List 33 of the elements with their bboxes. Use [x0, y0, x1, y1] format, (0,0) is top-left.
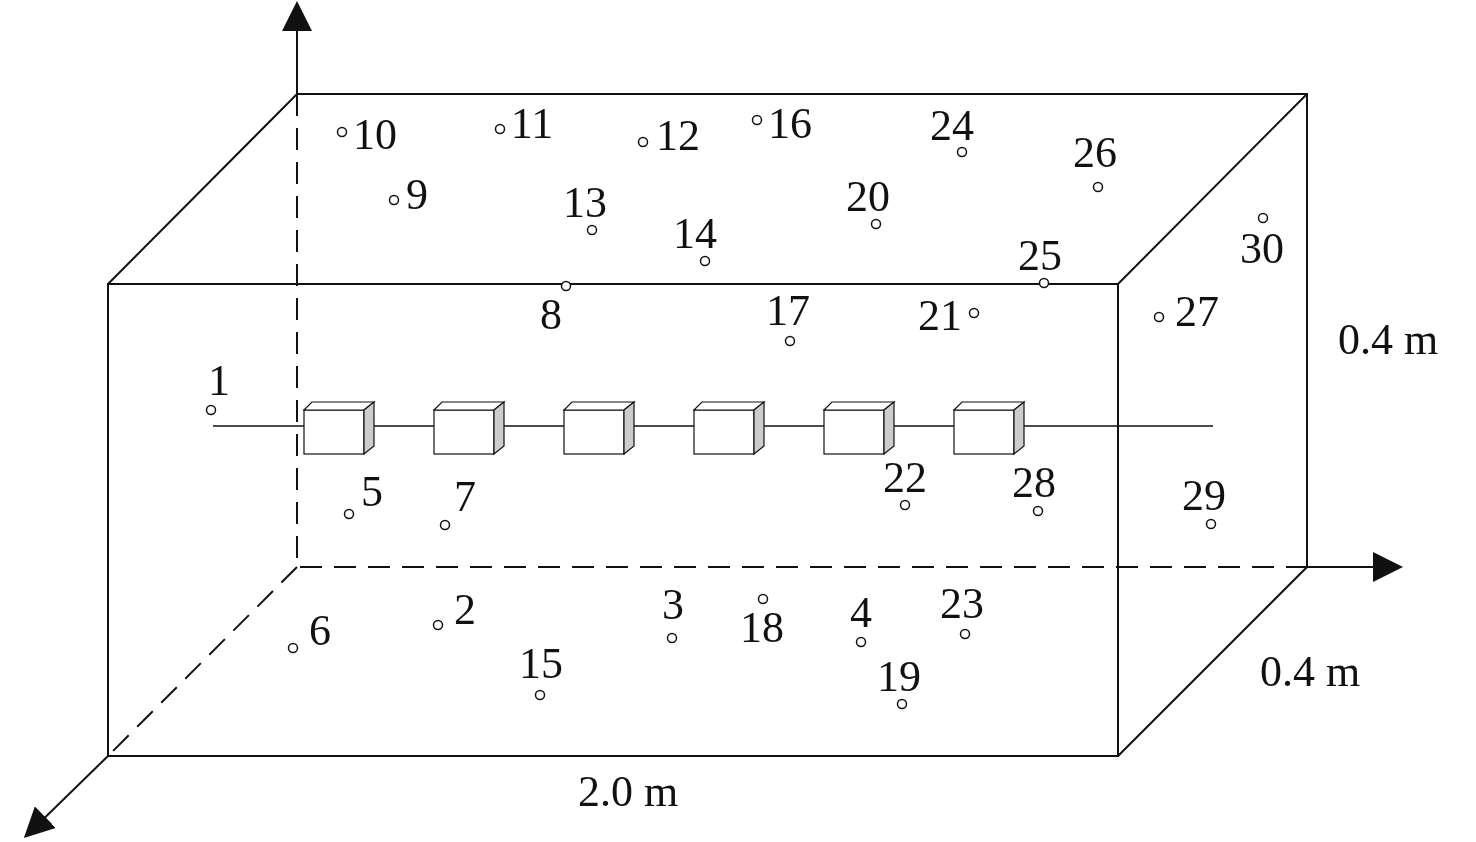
- point-number: 1: [208, 359, 230, 403]
- point-number: 18: [740, 606, 784, 650]
- dimension-label: 0.4 m: [1259, 650, 1361, 694]
- point-number: 2: [454, 588, 476, 632]
- point-number: 25: [1018, 234, 1062, 278]
- point-number: 3: [662, 583, 684, 627]
- point-number: 15: [519, 642, 563, 686]
- point-number: 21: [918, 294, 962, 338]
- point-number: 23: [940, 582, 984, 626]
- dimension-label: 0.4 m: [1337, 318, 1439, 362]
- point-number: 20: [846, 175, 890, 219]
- point-number: 17: [766, 289, 810, 333]
- point-number: 22: [883, 456, 927, 500]
- dimension-label: 2.0 m: [577, 770, 679, 814]
- point-number: 24: [930, 104, 974, 148]
- point-number: 19: [877, 655, 921, 699]
- point-number: 8: [540, 293, 562, 337]
- point-number: 28: [1012, 461, 1056, 505]
- point-number: 27: [1175, 290, 1219, 334]
- point-number: 16: [768, 102, 812, 146]
- point-number: 14: [673, 212, 717, 256]
- point-number: 9: [406, 173, 428, 217]
- point-number: 30: [1240, 227, 1284, 271]
- point-number: 5: [361, 470, 383, 514]
- point-number: 11: [510, 102, 554, 146]
- point-number: 4: [850, 591, 872, 635]
- point-number: 10: [353, 113, 397, 157]
- point-number: 7: [454, 475, 476, 519]
- point-number: 13: [563, 181, 607, 225]
- point-number: 6: [309, 609, 331, 653]
- point-number: 26: [1073, 131, 1117, 175]
- point-number: 12: [656, 114, 700, 158]
- point-number: 29: [1182, 474, 1226, 518]
